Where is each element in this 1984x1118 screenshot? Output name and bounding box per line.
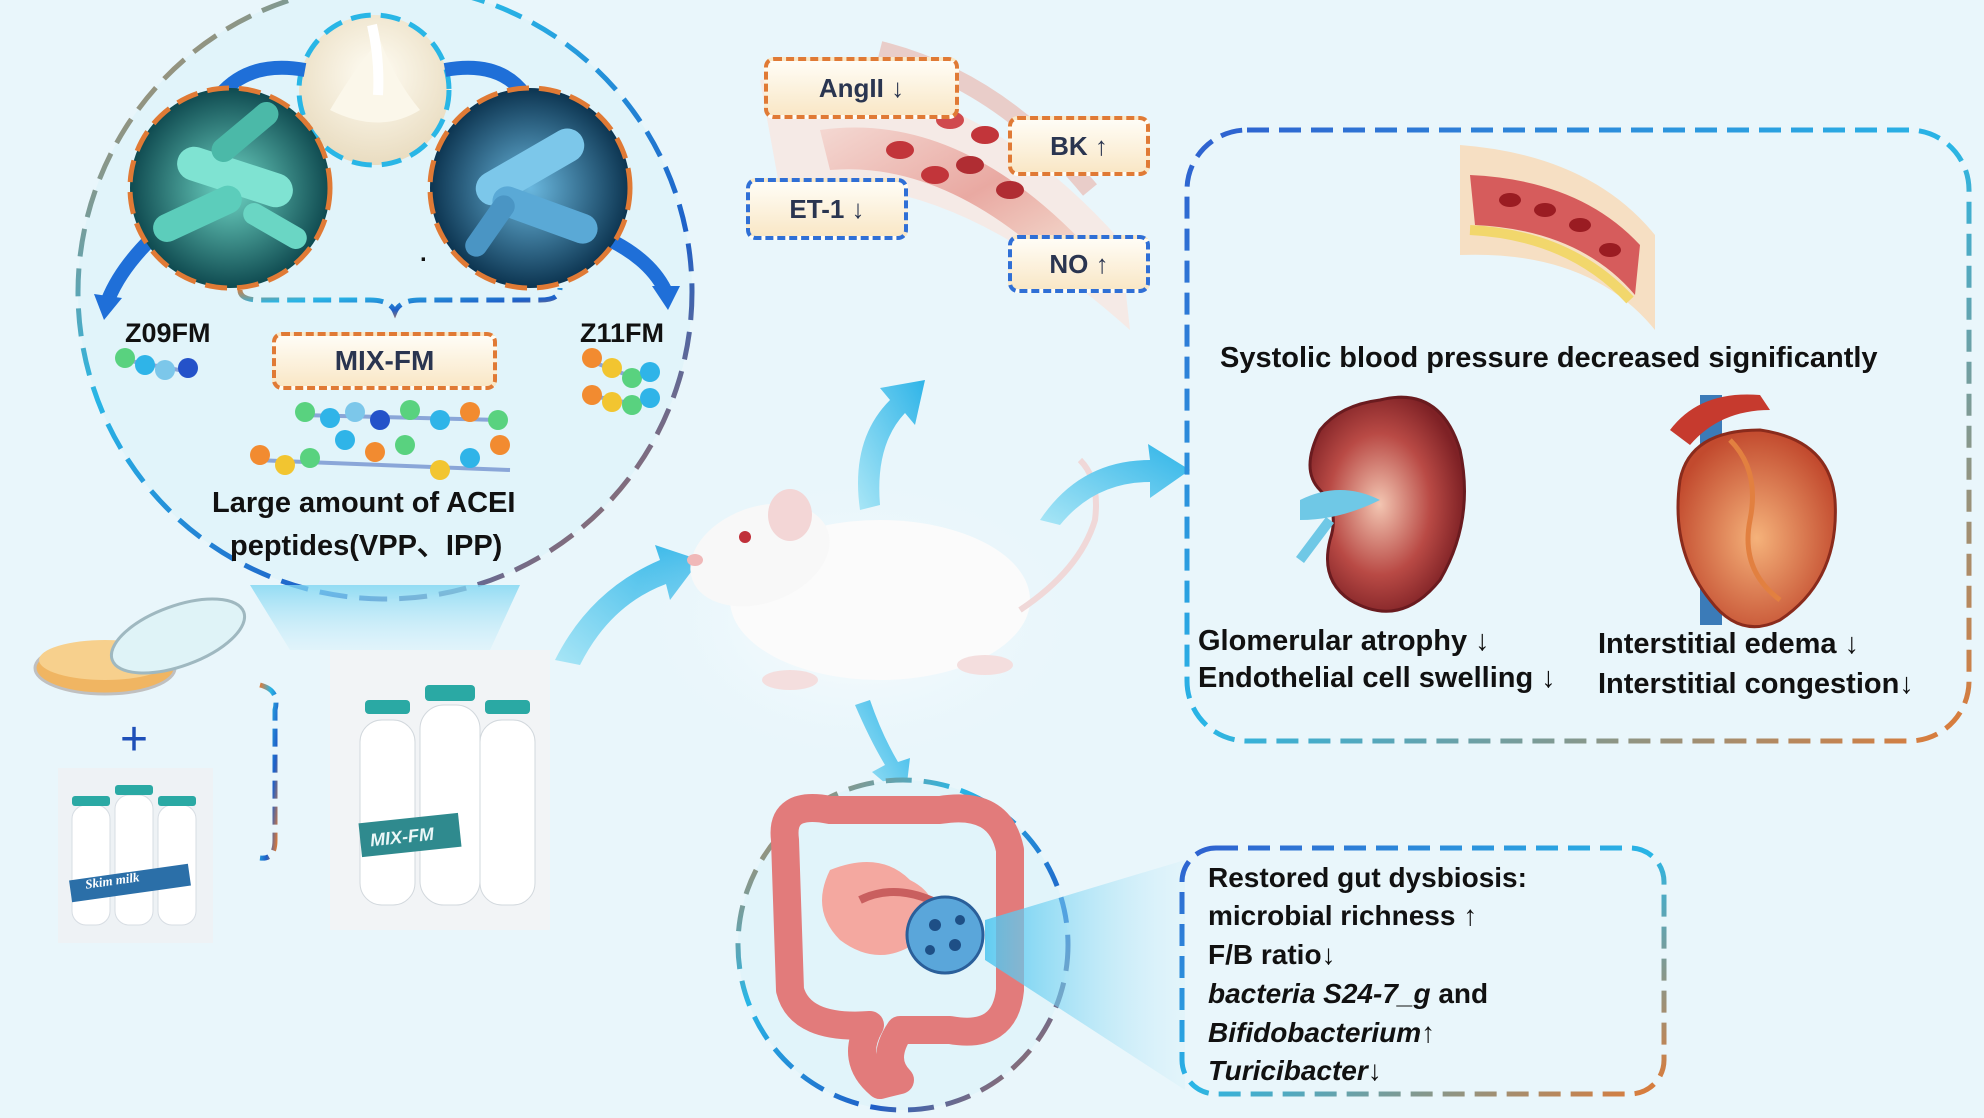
gut-line6-italic: Turicibacter bbox=[1208, 1055, 1368, 1086]
blood-pressure-text: Systolic blood pressure decreased signif… bbox=[1220, 342, 1878, 374]
gut-line6: Turicibacter↓ bbox=[1208, 1055, 1382, 1087]
focus-beam bbox=[250, 585, 520, 650]
gut-line4: bacteria S24-7_g and bbox=[1208, 978, 1488, 1010]
gut-line5: Bifidobacterium↑ bbox=[1208, 1017, 1435, 1049]
heart-text-line1: Interstitial edema ↓ bbox=[1598, 628, 1860, 660]
strain-z11fm-label: Z11FM bbox=[580, 318, 665, 348]
petri-dish-icon bbox=[33, 597, 247, 696]
no-tag: NO ↑ bbox=[1008, 235, 1150, 293]
milk-splash-icon bbox=[296, 12, 452, 168]
kidney-text-line2: Endothelial cell swelling ↓ bbox=[1198, 662, 1556, 694]
peptide-chains-icon bbox=[115, 348, 660, 480]
gut-line4-rest: and bbox=[1430, 978, 1489, 1009]
heart-icon bbox=[1670, 394, 1837, 629]
rat-icon bbox=[630, 457, 1099, 770]
gut-line2: microbial richness ↑ bbox=[1208, 900, 1478, 931]
kidney-text-line1: Glomerular atrophy ↓ bbox=[1198, 625, 1490, 657]
peptides-line1: Large amount of ACEI bbox=[212, 487, 516, 519]
gut-beam bbox=[985, 860, 1185, 1090]
kidney-icon bbox=[1296, 395, 1466, 613]
gut-line6-rest: ↓ bbox=[1367, 1055, 1382, 1086]
gut-line4-italic: bacteria S24-7_g bbox=[1208, 978, 1431, 1009]
bracket bbox=[259, 682, 279, 861]
angii-tag: AngII ↓ bbox=[764, 57, 959, 119]
gut-line1: Restored gut dysbiosis: bbox=[1208, 862, 1527, 893]
strain-z09fm-label: Z09FM bbox=[125, 318, 211, 348]
effects-box-frame bbox=[1184, 127, 1972, 744]
arrow-to-effects bbox=[1040, 444, 1190, 525]
center-dot: . bbox=[420, 240, 427, 267]
peptides-line2: peptides(VPP、IPP) bbox=[230, 530, 503, 562]
mix-fm-tag: MIX-FM bbox=[272, 332, 497, 390]
gut-line5-rest: ↑ bbox=[1421, 1017, 1436, 1048]
bacteria-left-icon bbox=[127, 85, 333, 291]
bacteria-right-icon bbox=[427, 85, 633, 291]
plus-sign: + bbox=[120, 713, 149, 766]
gut-circle bbox=[735, 777, 1071, 1113]
brace bbox=[237, 287, 563, 319]
gut-line5-italic: Bifidobacterium bbox=[1208, 1017, 1422, 1048]
mix-fm-bottles-icon bbox=[330, 650, 550, 930]
et1-tag: ET-1 ↓ bbox=[746, 178, 908, 240]
gut-line3: F/B ratio↓ bbox=[1208, 939, 1336, 970]
heart-text-line2: Interstitial congestion↓ bbox=[1598, 668, 1914, 700]
arrow-to-vessel bbox=[858, 380, 925, 510]
arrow-to-gut bbox=[855, 700, 910, 800]
bk-tag: BK ↑ bbox=[1008, 116, 1150, 176]
gut-box-frame bbox=[1179, 845, 1667, 1097]
artery-plaque-icon bbox=[1460, 145, 1655, 330]
skim-milk-bottles-icon bbox=[58, 768, 213, 943]
